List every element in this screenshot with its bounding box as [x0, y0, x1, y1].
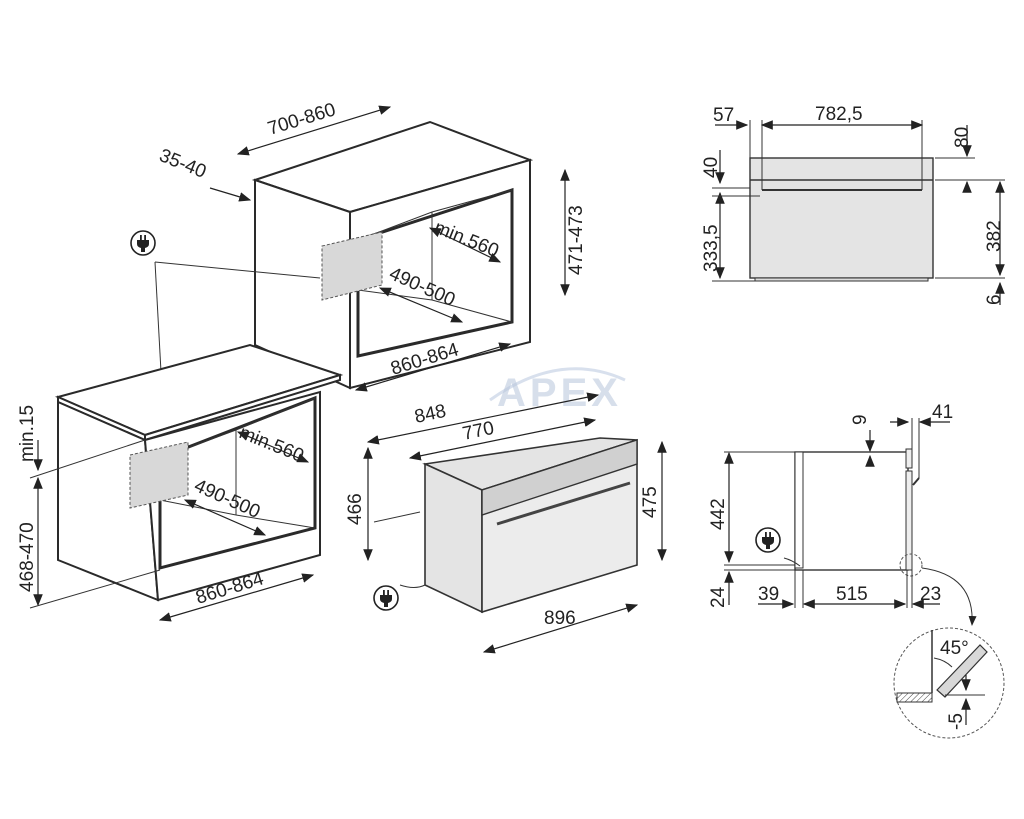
- electrical-connection-area: [321, 231, 383, 301]
- side-depth-label: 515: [836, 584, 868, 605]
- base-min-gap-label: min.15: [17, 405, 38, 462]
- side-front-label: 23: [920, 584, 941, 605]
- base-cabinet: [54, 343, 344, 602]
- detail-angle-label: 45°: [940, 638, 969, 659]
- tall-opening-height-label: 471-473: [566, 205, 587, 275]
- base-opening-height-label: 468-470: [17, 522, 38, 592]
- oven-body-height-label: 466: [345, 493, 366, 525]
- side-rear-label: 39: [758, 584, 779, 605]
- front-handle-width-label: 782,5: [815, 104, 863, 125]
- front-body-height-label: 382: [984, 220, 1005, 252]
- front-panel-height-label: 40: [701, 157, 722, 178]
- side-height-label: 442: [708, 498, 729, 530]
- oven-3d-view: [399, 437, 638, 614]
- front-left-offset-label: 57: [713, 105, 734, 126]
- front-bottom-label: 6: [984, 294, 1005, 305]
- power-plug-icon: [373, 585, 399, 611]
- electrical-connection-area: [129, 441, 189, 509]
- svg-text:APEX: APEX: [497, 371, 622, 415]
- oven-total-depth-label: 848: [413, 401, 448, 428]
- front-door-height-label: 333,5: [701, 224, 722, 272]
- detail-offset-label: -5: [946, 713, 967, 730]
- tall-cabinet: [251, 120, 534, 390]
- oven-front-width-label: 896: [544, 608, 576, 629]
- power-plug-icon: [755, 527, 781, 553]
- side-door-thickness-label: 41: [932, 402, 953, 423]
- detail-view: [893, 627, 1005, 739]
- oven-front-view: [749, 157, 934, 282]
- oven-side-view: [783, 448, 977, 626]
- watermark-logo: APEX: [489, 367, 626, 415]
- side-bottom-label: 24: [708, 586, 729, 608]
- front-top-strip-label: 80: [952, 127, 973, 148]
- tall-gap-label: 35-40: [156, 145, 209, 183]
- power-plug-icon: [130, 230, 156, 256]
- side-top-offset-label: 9: [850, 414, 871, 425]
- oven-front-height-label: 475: [640, 486, 661, 518]
